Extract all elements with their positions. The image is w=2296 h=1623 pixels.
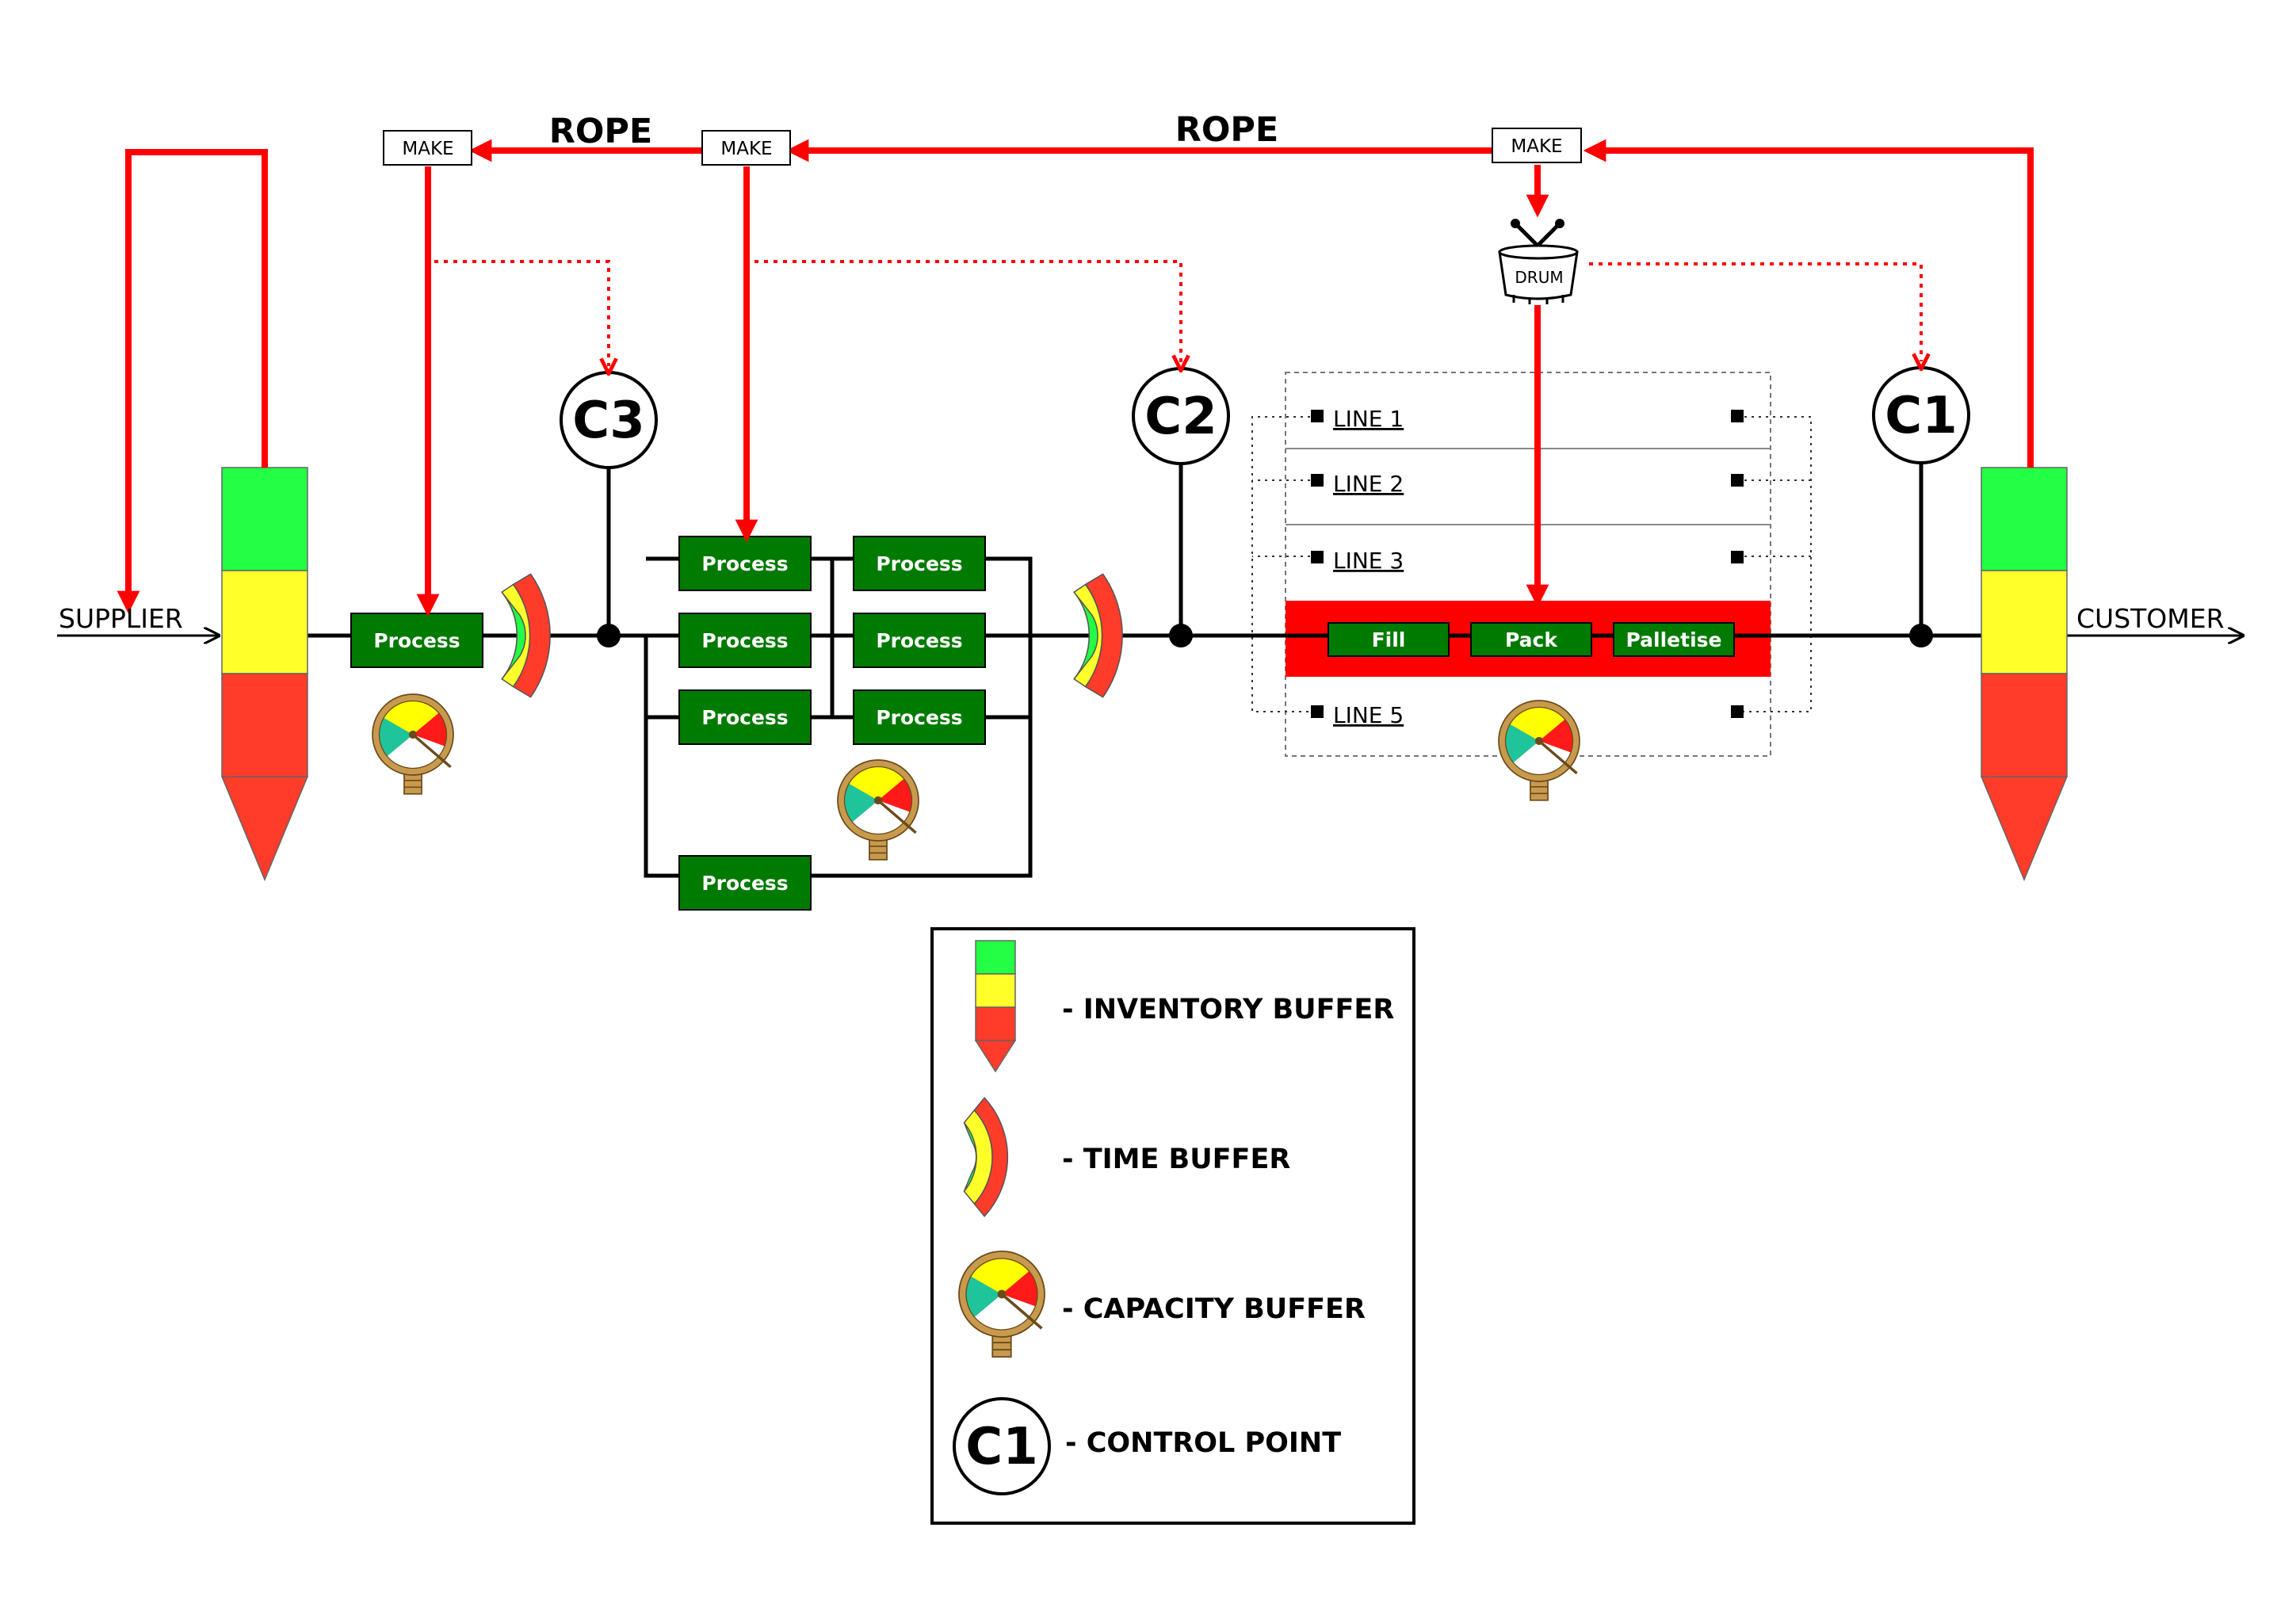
svg-text:Process: Process — [701, 872, 788, 895]
legend-inventory-buffer-label: - INVENTORY BUFFER — [1062, 994, 1394, 1025]
dotted-links — [434, 260, 1921, 366]
svg-text:Pack: Pack — [1505, 628, 1558, 651]
supplier-label: SUPPLIER — [59, 603, 183, 634]
drum-label: DRUM — [1515, 268, 1563, 287]
process-box: Process — [678, 613, 812, 668]
svg-text:MAKE: MAKE — [402, 139, 453, 159]
dotted-link-c2 — [755, 260, 1181, 363]
process-box: Process — [853, 689, 986, 745]
process-box: Process — [678, 689, 812, 745]
capacity-buffer-gauge-1 — [372, 693, 454, 795]
legend-control-point-label: - CONTROL POINT — [1065, 1427, 1341, 1459]
process-box: Process — [678, 536, 812, 591]
svg-text:MAKE: MAKE — [720, 139, 772, 159]
process-box: Process — [853, 536, 986, 591]
dotted-link-c1 — [1589, 262, 1921, 361]
time-buffer-2 — [1073, 573, 1123, 698]
drum-icon — [1498, 219, 1579, 304]
line-node — [1311, 474, 1324, 487]
svg-text:Process: Process — [701, 706, 788, 729]
drum-step-fill: Fill — [1328, 622, 1450, 657]
svg-text:Process: Process — [876, 629, 962, 652]
line-node — [1311, 410, 1324, 422]
process-box: Process — [350, 613, 483, 668]
line-node — [1731, 551, 1744, 563]
control-point-c1: C1 — [1872, 366, 1970, 636]
svg-text:Palletise: Palletise — [1626, 628, 1722, 651]
legend-control-point-symbol: C1 — [965, 1418, 1038, 1476]
make-box-3: MAKE — [1492, 128, 1582, 163]
rope-label-left: ROPE — [549, 112, 653, 151]
legend-time-buffer-icon — [963, 1097, 1009, 1217]
customer-label: CUSTOMER — [2076, 603, 2225, 634]
line-connector-right — [1737, 416, 1812, 712]
process-box: Process — [678, 855, 812, 911]
legend-time-buffer-label: - TIME BUFFER — [1062, 1144, 1290, 1175]
control-point-c1-label: C1 — [1885, 387, 1958, 445]
line-node — [1311, 551, 1324, 563]
inventory-buffer-customer — [1980, 467, 2069, 881]
line-node — [1731, 410, 1744, 422]
legend: - INVENTORY BUFFER - TIME BUFFER - CAPAC… — [930, 927, 1415, 1525]
legend-control-point-icon: C1 — [953, 1397, 1051, 1495]
line-node — [1731, 474, 1744, 487]
line-1-label: LINE 1 — [1333, 406, 1404, 432]
line-5-label: LINE 5 — [1333, 702, 1404, 728]
svg-text:Process: Process — [701, 552, 788, 575]
make-box-1: MAKE — [383, 130, 472, 166]
inventory-buffer-supplier — [220, 467, 309, 881]
dotted-link-c3 — [434, 260, 609, 366]
line-connector-left — [1251, 416, 1317, 712]
process-box: Process — [853, 613, 986, 668]
line-group: LINE 1 LINE 2 LINE 3 LINE 5 — [1251, 372, 1812, 757]
drum-step-pack: Pack — [1470, 622, 1592, 657]
line-3-label: LINE 3 — [1333, 548, 1404, 574]
make-box-2: MAKE — [701, 130, 791, 166]
control-point-c2-label: C2 — [1144, 388, 1217, 446]
legend-capacity-buffer-icon — [958, 1251, 1045, 1358]
rope-segment — [1583, 139, 2034, 468]
svg-text:MAKE: MAKE — [1511, 136, 1562, 157]
drum-step-palletise: Palletise — [1613, 622, 1735, 657]
rope-lines — [117, 139, 2034, 617]
svg-text:Process: Process — [373, 629, 460, 652]
svg-text:Process: Process — [876, 552, 962, 575]
capacity-buffer-gauge-2 — [837, 759, 919, 861]
legend-inventory-buffer-icon — [974, 940, 1017, 1073]
control-point-c3: C3 — [560, 371, 658, 636]
line-node — [1731, 705, 1744, 718]
legend-capacity-buffer-label: - CAPACITY BUFFER — [1062, 1293, 1366, 1325]
time-buffer-1 — [501, 573, 551, 698]
capacity-buffer-gauge-3 — [1498, 700, 1580, 801]
control-point-c2: C2 — [1132, 367, 1230, 636]
rope-label-right: ROPE — [1175, 110, 1279, 150]
line-node — [1311, 705, 1324, 718]
line-2-label: LINE 2 — [1333, 471, 1404, 497]
svg-text:Fill: Fill — [1372, 628, 1406, 651]
svg-text:Process: Process — [701, 629, 788, 652]
process-network — [644, 556, 1033, 878]
rope-segment — [117, 149, 268, 614]
svg-text:Process: Process — [876, 706, 962, 729]
control-point-c3-label: C3 — [572, 391, 645, 450]
